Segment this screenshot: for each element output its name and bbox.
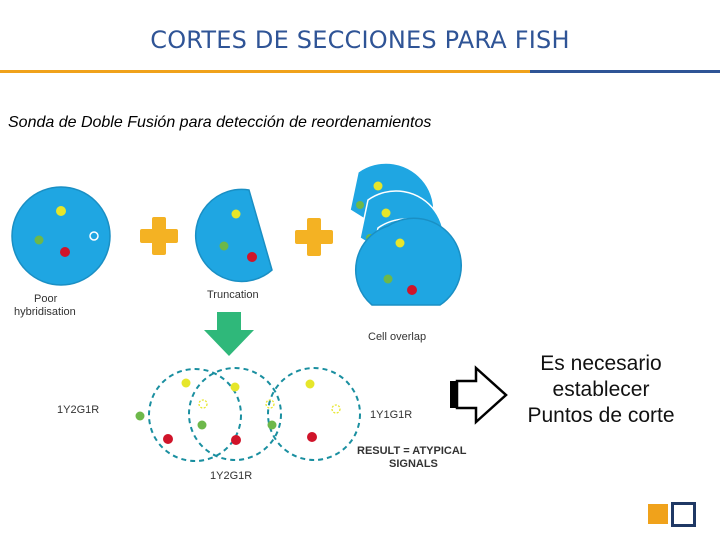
label-cell-overlap: Cell overlap [368, 331, 427, 343]
title-rule-orange [0, 70, 530, 73]
right-arrow-icon [450, 365, 508, 425]
overlapping-cells [349, 162, 463, 307]
note-line-1: Es necesario [540, 352, 662, 375]
label-right-code: 1Y1G1R [370, 409, 413, 421]
page-title: CORTES DE SECCIONES PARA FISH [150, 26, 570, 54]
label-poor-line1: Poor [34, 293, 58, 305]
label-result-line2: SIGNALS [389, 458, 438, 470]
red-signal [247, 252, 257, 262]
slide-subtitle: Sonda de Doble Fusión para detección de … [8, 114, 432, 131]
down-arrow-icon [204, 312, 254, 356]
note-line-2: establecer [552, 378, 650, 401]
cell-body [11, 186, 111, 286]
title-rule-blue [530, 70, 720, 73]
dashed-cell-group [148, 367, 361, 462]
logo-outline-square [671, 502, 696, 527]
label-bottom-code: 1Y2G1R [210, 470, 253, 482]
faint-signal [89, 231, 99, 241]
green-signal [219, 241, 229, 251]
green-signal [34, 235, 44, 245]
yellow-signal [231, 209, 241, 219]
dashed-cell-signals [135, 378, 341, 445]
cutoff-note: Es necesario establecer Puntos de corte [512, 351, 690, 429]
label-left-code: 1Y2G1R [57, 404, 100, 416]
plus-icon [140, 217, 178, 255]
label-poor-line2: hybridisation [14, 306, 76, 318]
label-result-line1: RESULT = ATYPICAL [357, 445, 467, 457]
label-truncation: Truncation [207, 289, 259, 301]
logo-orange-square [648, 504, 668, 524]
red-signal [60, 247, 70, 257]
poor-hybridisation-cell [11, 186, 111, 286]
note-line-3: Puntos de corte [527, 404, 675, 427]
cell-body [194, 188, 273, 283]
yellow-signal [56, 206, 66, 216]
truncated-cell [194, 188, 273, 283]
plus-icon [295, 218, 333, 256]
